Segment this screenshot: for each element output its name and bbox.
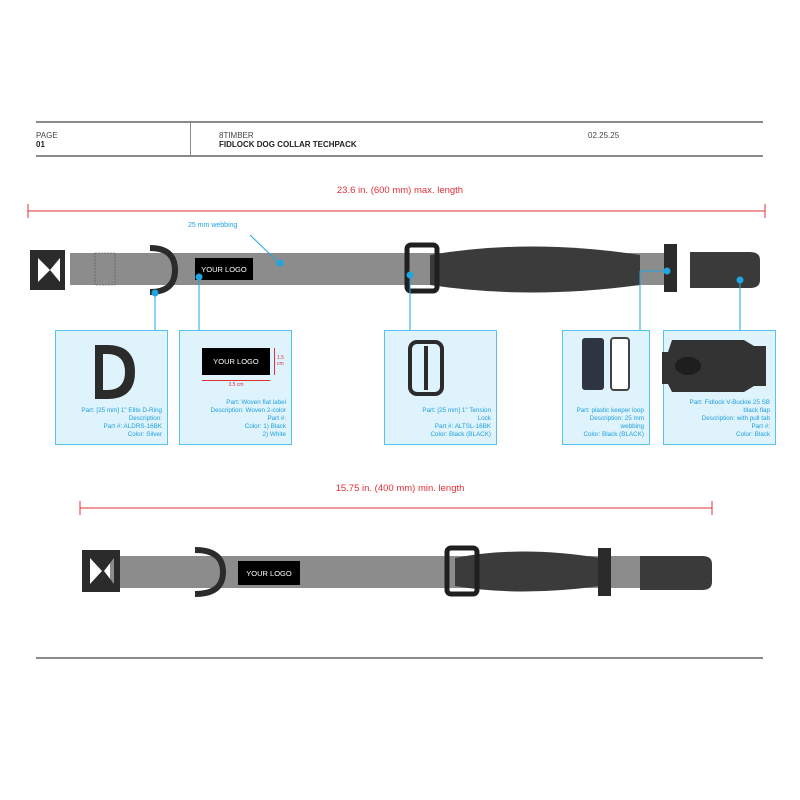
min-dimension-line bbox=[79, 501, 713, 515]
buckle-female bbox=[690, 252, 760, 288]
part-line: Part: Woven flat label bbox=[226, 399, 286, 406]
callout-leaders bbox=[151, 234, 744, 330]
webbing-overlap bbox=[430, 246, 640, 293]
keeper-loop bbox=[664, 244, 677, 292]
part-line: Part: Fidlock V-Buckle 25 SB bbox=[689, 399, 771, 406]
part-line: Part: [25 mm] 1" Elite D-Ring bbox=[81, 407, 162, 414]
page-label: PAGE bbox=[36, 131, 58, 140]
collar-min bbox=[82, 545, 712, 597]
d-ring bbox=[149, 245, 179, 295]
callout-d-ring: Part: [25 mm] 1" Elite D-Ring Descriptio… bbox=[55, 330, 168, 445]
min-length-label: 15.75 in. (400 mm) min. length bbox=[335, 483, 465, 494]
part-line: Part #: ALDRS-16BK bbox=[103, 423, 162, 430]
part-line: Color: Black (BLACK) bbox=[583, 431, 644, 438]
webbing-label: 25 mm webbing bbox=[188, 222, 238, 229]
part-line: Description: Woven 2-color bbox=[210, 407, 286, 414]
woven-label-image: YOUR LOGO bbox=[202, 348, 270, 375]
part-line: Part: plastic keeper loop bbox=[576, 407, 644, 414]
width-dimension bbox=[202, 380, 270, 381]
buckle-male bbox=[30, 250, 65, 290]
max-dimension-line bbox=[27, 204, 766, 218]
part-line: Color: Black bbox=[736, 431, 770, 438]
part-line: webbing bbox=[620, 423, 644, 430]
callout-tension-lock: Part: [25 mm] 1" Tension Lock Part #: AL… bbox=[384, 330, 497, 445]
part-line: Description: 25 mm bbox=[589, 415, 644, 422]
header-bottom-rule bbox=[36, 155, 763, 157]
label-width: 3.5 cm bbox=[228, 382, 244, 388]
part-line: Color: 1) Black bbox=[244, 423, 286, 430]
part-line: Description: bbox=[128, 415, 162, 422]
page-number-block: PAGE 01 bbox=[36, 131, 58, 149]
part-line: Lock bbox=[477, 415, 491, 422]
label-height: 1.5 cm bbox=[277, 355, 284, 367]
date: 02.25.25 bbox=[588, 131, 620, 140]
part-line: Description: with pull tab bbox=[701, 415, 770, 422]
part-line: Part #: bbox=[751, 423, 770, 430]
part-line: Color: Silver bbox=[127, 431, 162, 438]
callout-fidlock-buckle: Part: Fidlock V-Buckle 25 SB black flap … bbox=[663, 330, 776, 445]
part-line: Part #: ALTSL-16BK bbox=[434, 423, 491, 430]
logo-label-max: YOUR LOGO bbox=[201, 264, 247, 274]
height-dimension bbox=[274, 348, 275, 375]
callout-woven-label: YOUR LOGO 3.5 cm 1.5 cm Part: Woven flat… bbox=[179, 330, 292, 445]
part-line: Color: Black (BLACK) bbox=[430, 431, 491, 438]
part-line: Part #: bbox=[267, 415, 286, 422]
tension-lock bbox=[404, 242, 440, 294]
page-title: FIDLOCK DOG COLLAR TECHPACK bbox=[219, 140, 357, 149]
logo-label-min: YOUR LOGO bbox=[246, 568, 292, 578]
header-divider bbox=[190, 122, 191, 156]
max-length-label: 23.6 in. (600 mm) max. length bbox=[336, 185, 464, 196]
part-line: Part: [25 mm] 1" Tension bbox=[422, 407, 491, 414]
callout-keeper-loop: Part: plastic keeper loop Description: 2… bbox=[562, 330, 650, 445]
part-line: 2) White bbox=[262, 431, 286, 438]
collar-max bbox=[30, 242, 760, 295]
part-line: black flap bbox=[743, 407, 770, 414]
footer-rule bbox=[36, 657, 763, 659]
header-top-rule bbox=[36, 121, 763, 123]
title-block: 8TIMBER FIDLOCK DOG COLLAR TECHPACK bbox=[219, 131, 357, 149]
page-number: 01 bbox=[36, 140, 45, 149]
brand: 8TIMBER bbox=[219, 131, 254, 140]
